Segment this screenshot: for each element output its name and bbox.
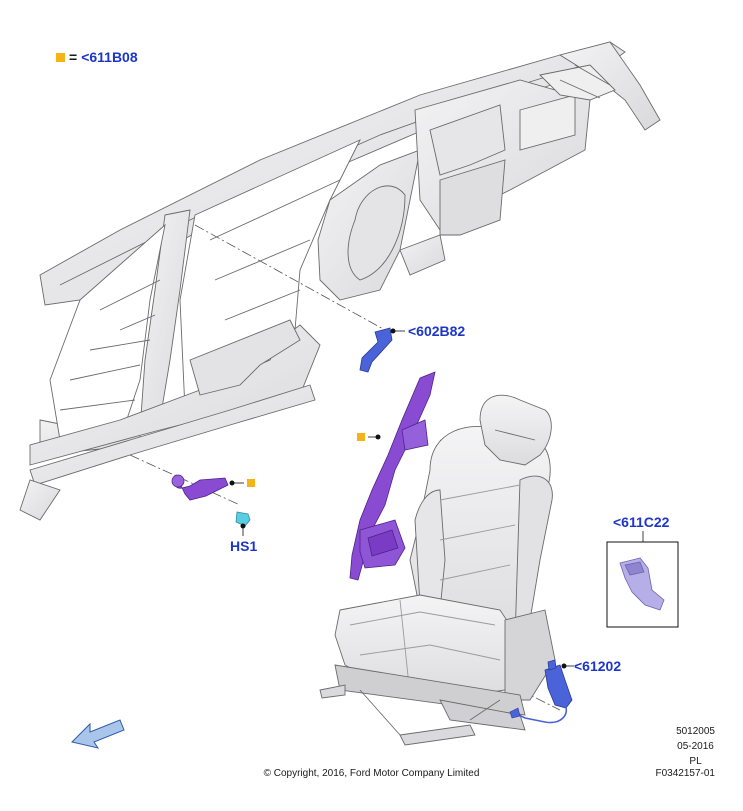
upper-guide-part[interactable] <box>359 327 393 373</box>
callout-dot-hs1 <box>240 523 246 529</box>
legend: = <611B08 <box>56 49 138 65</box>
buckle-part[interactable] <box>619 557 665 611</box>
orange-square-icon <box>56 52 65 62</box>
hs1-callout[interactable]: HS1 <box>230 538 258 554</box>
orange-marker-icon <box>357 433 365 441</box>
seatbelt-retractor[interactable] <box>349 371 436 581</box>
body-side-structure <box>19 41 661 521</box>
legend-equals: = <box>69 49 78 65</box>
date-code: 05-2016 <box>677 741 714 752</box>
hs1-bolt[interactable] <box>235 511 251 527</box>
buckle-callout[interactable]: <611C22 <box>613 514 670 530</box>
copyright-text: © Copyright, 2016, Ford Motor Company Li… <box>263 768 480 779</box>
buckle-harness-wire <box>514 704 567 724</box>
front-seat <box>319 394 556 746</box>
buckle-detail-box <box>606 531 679 628</box>
language-code: PL <box>689 756 702 767</box>
part-number: 5012005 <box>676 726 715 737</box>
lower-anchor-part[interactable] <box>171 474 229 501</box>
seat-buckle-callout[interactable]: <61202 <box>574 658 622 674</box>
footer-meta: 5012005 05-2016 PL <box>676 724 715 769</box>
front-arrow-icon <box>71 719 125 749</box>
orange-marker-icon-2 <box>247 479 255 487</box>
upper-guide-callout[interactable]: <602B82 <box>408 323 466 339</box>
figure-id: F0342157-01 <box>655 768 716 779</box>
legend-reference-link[interactable]: <611B08 <box>81 49 138 65</box>
seat-buckle-part[interactable] <box>544 659 573 709</box>
